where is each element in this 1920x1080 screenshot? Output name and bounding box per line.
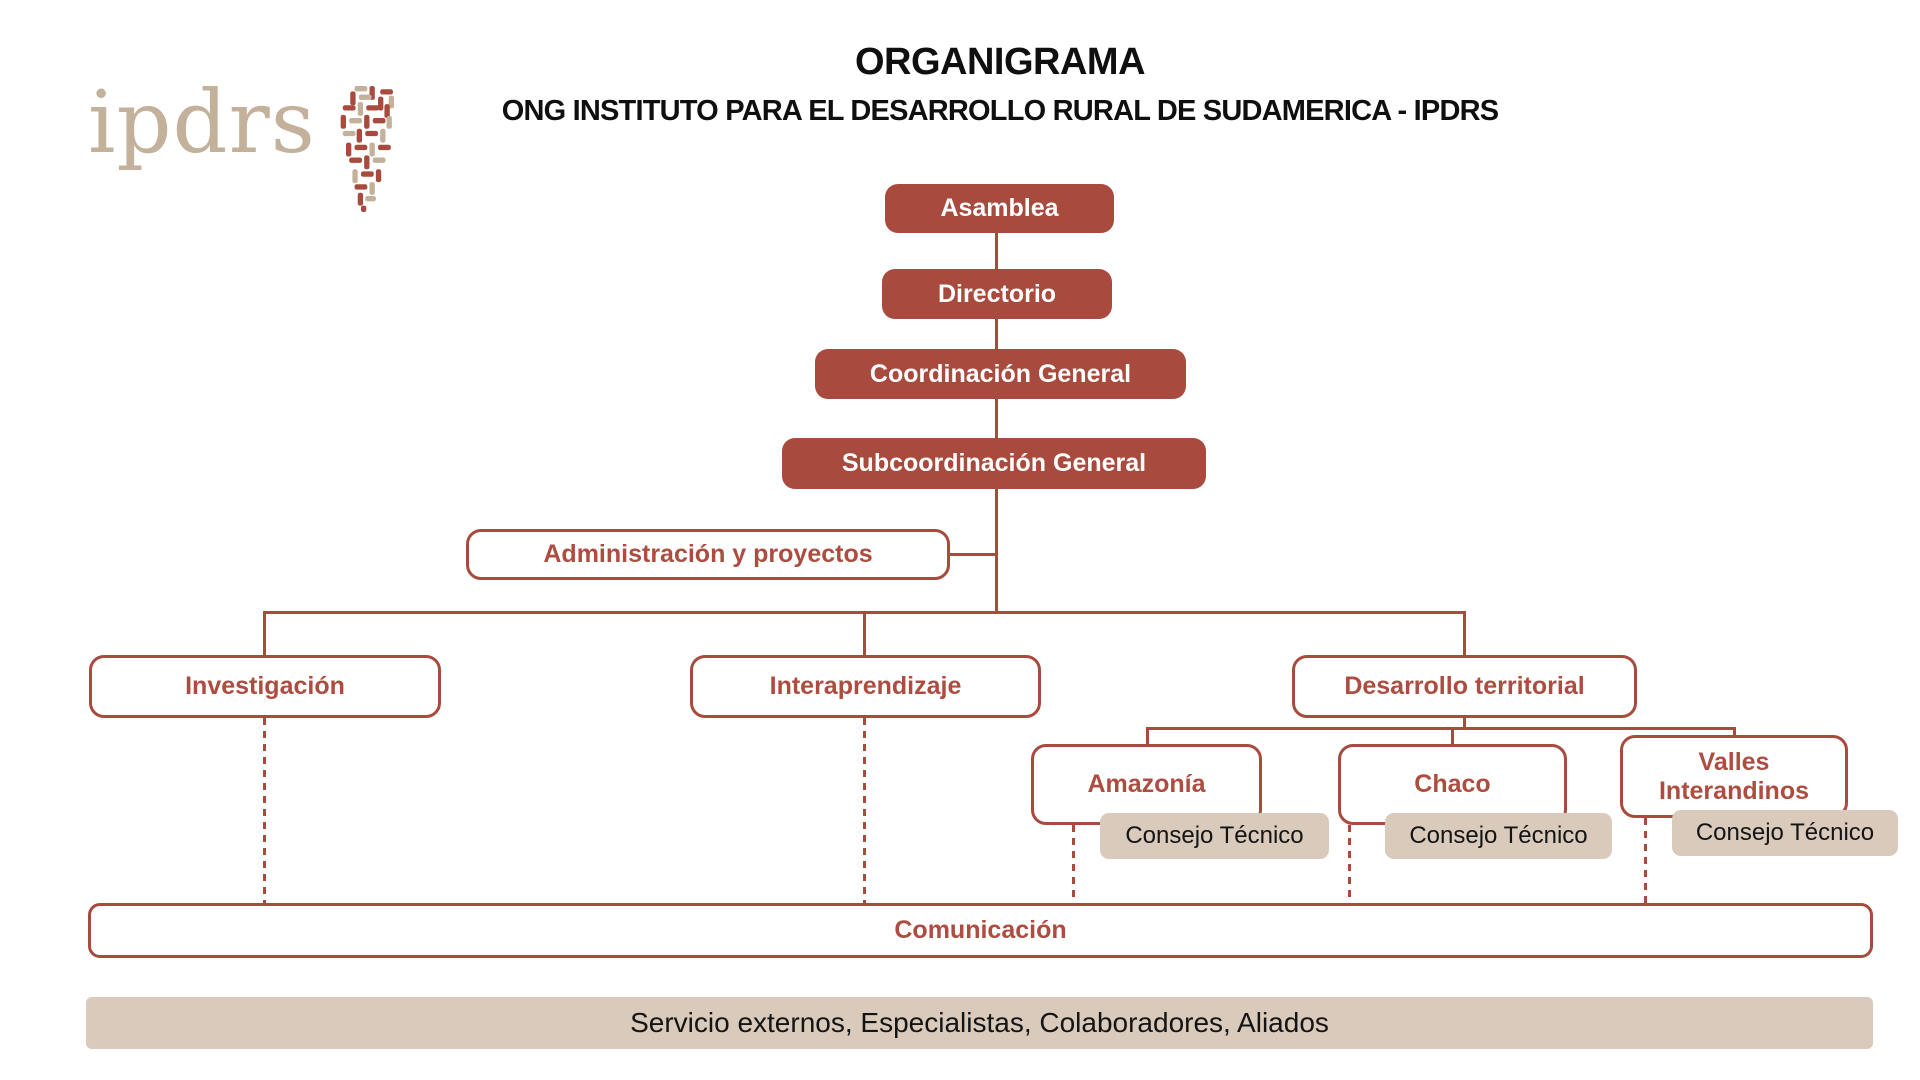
drop-amazonia xyxy=(1146,729,1149,744)
node-administracion-proyectos: Administración y proyectos xyxy=(466,529,950,580)
riser-desarrollo-children xyxy=(1463,718,1466,729)
dotted-interaprendizaje-comunicacion xyxy=(863,718,866,903)
drop-desarrollo-territorial xyxy=(1463,613,1466,655)
connector-asamblea-directorio xyxy=(995,233,998,269)
drop-investigacion xyxy=(263,613,266,655)
node-desarrollo-territorial: Desarrollo territorial xyxy=(1292,655,1637,718)
connector-subcoordinacion-branch xyxy=(995,489,998,613)
dotted-chaco-comunicacion xyxy=(1348,825,1351,903)
branch-line-level2 xyxy=(1146,727,1736,730)
drop-valles-interandinos xyxy=(1733,729,1736,735)
dotted-investigacion-comunicacion xyxy=(263,718,266,903)
node-directorio: Directorio xyxy=(882,269,1112,319)
branch-line-level1 xyxy=(263,611,1466,614)
node-interaprendizaje: Interaprendizaje xyxy=(690,655,1041,718)
node-chaco: Chaco xyxy=(1338,744,1567,825)
ipdrs-logo: ipdrs xyxy=(88,80,402,212)
node-consejo-tecnico-valles: Consejo Técnico xyxy=(1672,810,1898,856)
drop-interaprendizaje xyxy=(863,613,866,655)
drop-chaco xyxy=(1451,729,1454,744)
node-comunicacion: Comunicación xyxy=(88,903,1873,958)
dotted-valles-comunicacion xyxy=(1644,818,1647,903)
connector-coordinacion-subcoordinacion xyxy=(995,399,998,438)
connector-administracion-stub xyxy=(950,553,996,556)
header: ORGANIGRAMA ONG INSTITUTO PARA EL DESARR… xyxy=(350,40,1650,128)
node-consejo-tecnico-chaco: Consejo Técnico xyxy=(1385,813,1612,859)
node-valles-interandinos: Valles Interandinos xyxy=(1620,735,1848,818)
node-coordinacion-general: Coordinación General xyxy=(815,349,1186,399)
page-title: ORGANIGRAMA xyxy=(854,41,1146,83)
node-subcoordinacion-general: Subcoordinación General xyxy=(782,438,1206,489)
node-investigacion: Investigación xyxy=(89,655,441,718)
servicios-externos-bar: Servicio externos, Especialistas, Colabo… xyxy=(86,997,1873,1049)
page-subtitle: ONG INSTITUTO PARA EL DESARROLLO RURAL D… xyxy=(501,94,1499,127)
ipdrs-wordmark: ipdrs xyxy=(88,73,316,173)
south-america-brush-map-icon xyxy=(340,86,394,212)
node-consejo-tecnico-amazonia: Consejo Técnico xyxy=(1100,813,1329,859)
node-amazonia: Amazonía xyxy=(1031,744,1262,825)
dotted-amazonia-comunicacion xyxy=(1072,825,1075,903)
node-asamblea: Asamblea xyxy=(885,184,1114,233)
connector-directorio-coordinacion xyxy=(995,319,998,349)
